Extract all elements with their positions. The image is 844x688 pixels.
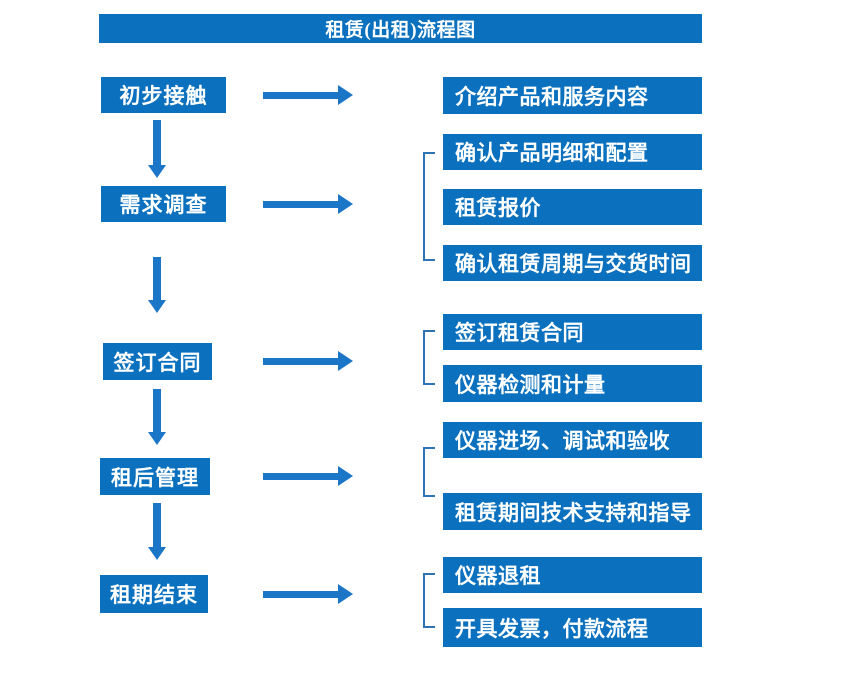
arrow-shaft <box>153 389 161 432</box>
group-bracket-sign-contract <box>423 330 435 385</box>
stage-box-initial-contact: 初步接触 <box>101 77 226 113</box>
arrow-head-right-icon <box>338 584 353 604</box>
right-arrow-1 <box>263 85 353 105</box>
detail-box-confirm-product-details: 确认产品明细和配置 <box>443 134 702 170</box>
detail-box-introduce-products: 介绍产品和服务内容 <box>443 77 702 114</box>
group-bracket-demand-survey <box>423 152 435 261</box>
arrow-head-right-icon <box>338 194 353 214</box>
arrow-head-down-icon <box>148 165 166 178</box>
flowchart-title: 租赁(出租)流程图 <box>325 20 476 41</box>
arrow-head-down-icon <box>148 547 166 560</box>
arrow-head-down-icon <box>148 432 166 445</box>
detail-box-rental-quote: 租赁报价 <box>443 189 702 225</box>
group-bracket-post-rental <box>423 447 435 497</box>
down-arrow-3 <box>148 389 166 445</box>
arrow-head-right-icon <box>338 466 353 486</box>
arrow-head-right-icon <box>338 85 353 105</box>
arrow-shaft <box>263 92 339 99</box>
group-bracket-rental-end <box>423 573 435 628</box>
arrow-head-down-icon <box>148 300 166 313</box>
stage-box-demand-survey: 需求调查 <box>101 186 226 222</box>
arrow-shaft <box>153 257 161 300</box>
right-arrow-2 <box>263 194 353 214</box>
arrow-shaft <box>263 358 339 365</box>
stage-box-sign-contract: 签订合同 <box>103 343 212 380</box>
down-arrow-4 <box>148 503 166 560</box>
flowchart-title-bar: 租赁(出租)流程图 <box>99 14 702 43</box>
right-arrow-3 <box>263 351 353 371</box>
stage-box-rental-end: 租期结束 <box>100 575 208 613</box>
arrow-shaft <box>263 473 339 480</box>
down-arrow-1 <box>148 120 166 178</box>
detail-box-instrument-setup-acceptance: 仪器进场、调试和验收 <box>443 422 702 458</box>
arrow-head-right-icon <box>338 351 353 371</box>
detail-box-instrument-return: 仪器退租 <box>443 557 702 593</box>
down-arrow-2 <box>148 257 166 313</box>
detail-box-sign-rental-contract: 签订租赁合同 <box>443 314 702 350</box>
arrow-shaft <box>153 120 161 165</box>
right-arrow-4 <box>263 466 353 486</box>
stage-box-post-rental-management: 租后管理 <box>100 458 210 495</box>
arrow-shaft <box>153 503 161 547</box>
detail-box-invoice-payment: 开具发票，付款流程 <box>443 608 702 647</box>
detail-box-confirm-rental-period: 确认租赁周期与交货时间 <box>443 245 702 281</box>
arrow-shaft <box>263 201 339 208</box>
right-arrow-5 <box>263 584 353 604</box>
detail-box-tech-support: 租赁期间技术支持和指导 <box>443 493 702 530</box>
detail-box-instrument-testing: 仪器检测和计量 <box>443 365 702 402</box>
arrow-shaft <box>263 591 339 598</box>
